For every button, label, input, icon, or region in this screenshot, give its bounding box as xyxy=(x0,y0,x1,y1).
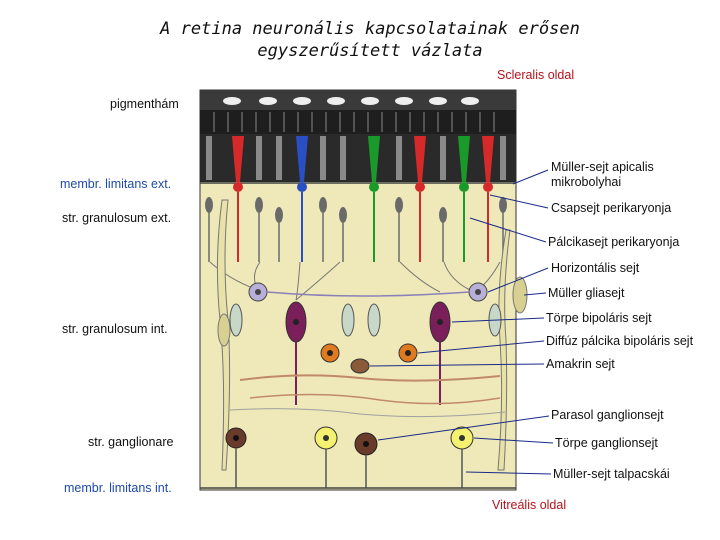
label-gran-ext: str. granulosum ext. xyxy=(62,211,172,225)
diagram-title: A retina neuronális kapcsolatainak erőse… xyxy=(150,18,590,62)
label-amacrine: Amakrin sejt xyxy=(546,357,615,371)
label-pigment: pigmenthám xyxy=(110,97,179,111)
label-horizontal-cell: Horizontális sejt xyxy=(551,261,640,275)
label-muller-microvilli: Müller-sejt apicalis mikrobolyhai xyxy=(551,160,654,189)
outer-plexiform-layer xyxy=(209,261,501,301)
label-midget-bipolar: Törpe bipoláris sejt xyxy=(546,311,652,325)
amacrine-cells xyxy=(229,358,506,418)
label-limitans-ext: membr. limitans ext. xyxy=(60,177,172,191)
label-muller-glia: Müller gliasejt xyxy=(548,286,625,300)
ganglion-cells xyxy=(225,426,474,488)
label-ganglionare: str. ganglionare xyxy=(88,435,174,449)
title-line-1: A retina neuronális kapcsolatainak erőse… xyxy=(160,19,580,39)
photoreceptor-axons xyxy=(208,192,504,262)
vitreal-side-label: Vitreális oldal xyxy=(492,498,567,512)
label-limitans-int: membr. limitans int. xyxy=(64,481,172,495)
label-cone-perikaryon: Csapsejt perikaryonja xyxy=(551,201,672,215)
photoreceptor-outer-segments xyxy=(206,136,506,182)
title-line-2: egyszerűsített vázlata xyxy=(257,41,483,61)
label-diffuse-bipolar: Diffúz pálcika bipoláris sejt xyxy=(546,334,694,348)
scleral-side-label: Scleralis oldal xyxy=(497,68,575,82)
leader-lines xyxy=(369,169,554,475)
label-muller-endfeet: Müller-sejt talpacskái xyxy=(553,467,670,481)
horizontal-cells xyxy=(248,282,488,302)
label-midget-ganglion: Törpe ganglionsejt xyxy=(555,436,658,450)
photoreceptor-somata xyxy=(205,182,507,223)
label-parasol-ganglion: Parasol ganglionsejt xyxy=(551,408,664,422)
label-rod-perikaryon: Pálcikasejt perikaryonja xyxy=(548,235,680,249)
label-gran-int: str. granulosum int. xyxy=(62,322,168,336)
